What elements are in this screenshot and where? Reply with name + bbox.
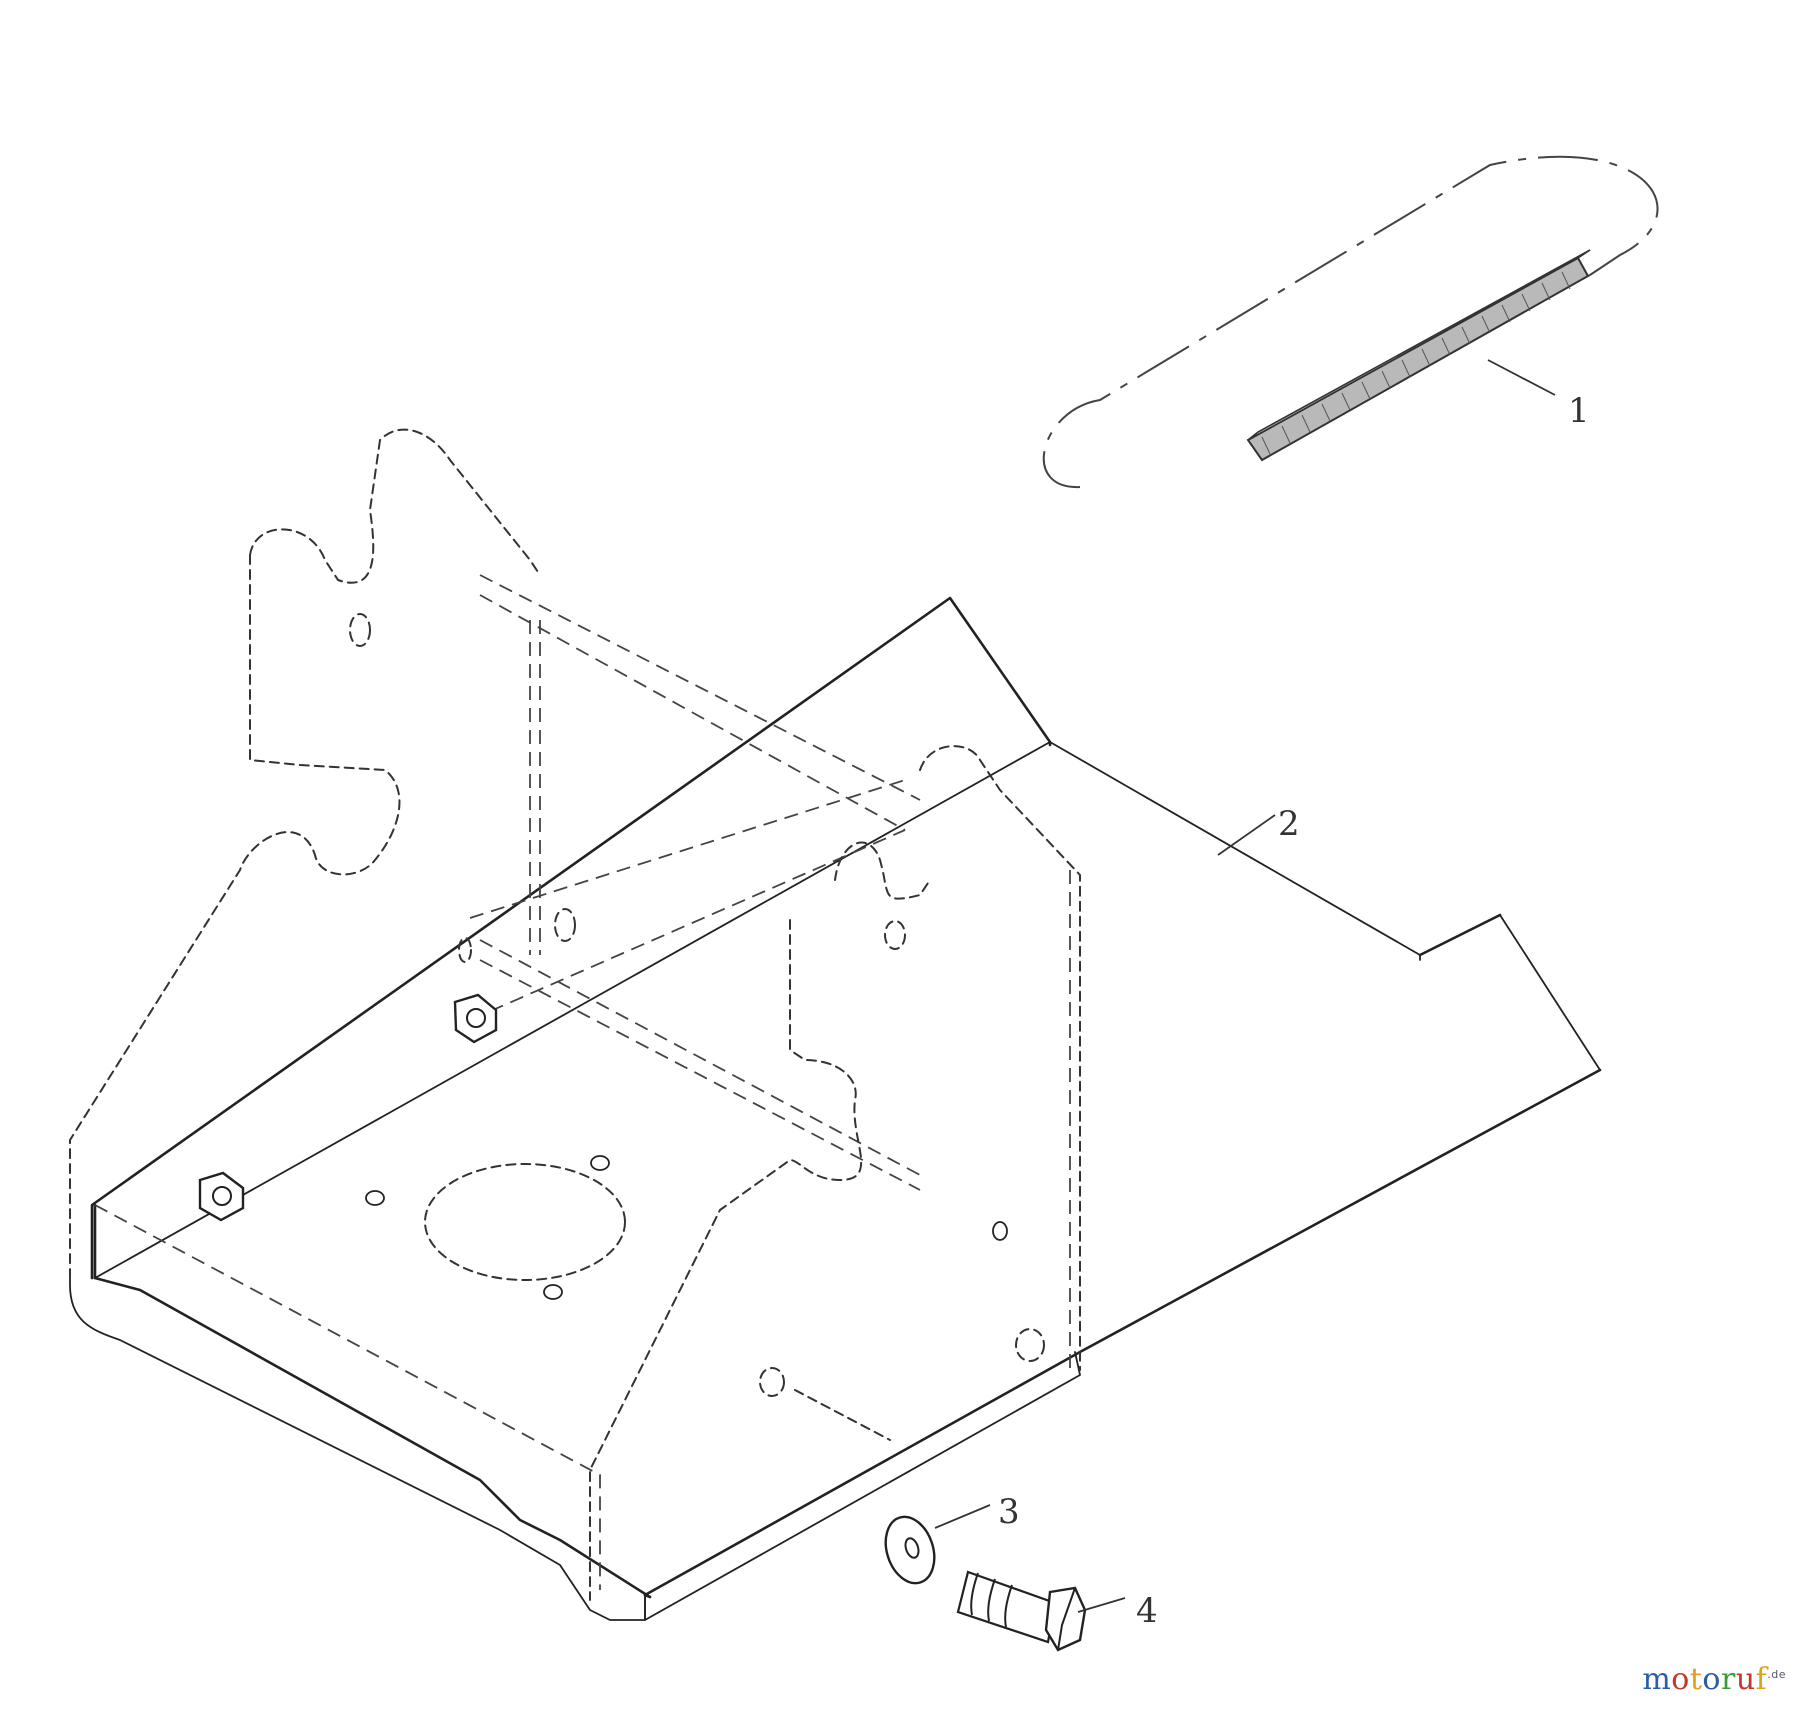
callout-3-leader	[934, 1504, 991, 1529]
left-upright-plate	[69, 428, 541, 1276]
callout-label-3: 3	[998, 1492, 1020, 1532]
assembly-axis-line	[794, 1389, 891, 1441]
part-1-strip-top	[1247, 249, 1591, 441]
base-front-edge	[643, 1068, 1602, 1597]
logo-letter: o	[1671, 1662, 1690, 1697]
right-flange-outline	[1419, 914, 1601, 1136]
logo-letter: r	[1720, 1662, 1736, 1697]
part-3-washer	[794, 1389, 991, 1585]
logo-suffix: .de	[1767, 1668, 1786, 1681]
logo-wordmark: motoruf	[1642, 1662, 1767, 1697]
base-plate-outline	[94, 741, 1421, 1279]
right-upright-plate-top	[919, 745, 1081, 1371]
part-4-bolt	[956, 1570, 1126, 1652]
logo-letter: f	[1755, 1662, 1768, 1697]
logo-letter: t	[1689, 1662, 1703, 1697]
motoruf-watermark-logo: motoruf.de	[1642, 1662, 1786, 1697]
part-2-mounting-bracket	[69, 428, 1602, 1621]
motor-opening	[424, 1163, 626, 1281]
mounting-holes	[349, 613, 1045, 1397]
part-1-strip-hatch	[1261, 271, 1571, 455]
part-1-rubber-strip	[1042, 155, 1659, 489]
callout-1-leader	[1487, 359, 1556, 396]
logo-letter: m	[1642, 1662, 1672, 1697]
logo-letter: u	[1735, 1662, 1756, 1697]
left-flange-outline	[90, 596, 1052, 1280]
callout-4-leader	[1077, 1597, 1126, 1613]
hex-nut-upper	[453, 993, 498, 1044]
bottom-lip-underside	[69, 1274, 646, 1621]
bottom-lip	[93, 1276, 652, 1599]
logo-letter: o	[1702, 1662, 1721, 1697]
callout-label-2: 2	[1278, 804, 1300, 844]
part-1-strip-body	[1246, 256, 1590, 462]
hex-nut-lower	[198, 1171, 245, 1222]
part-1-phantom-outline	[1042, 155, 1659, 489]
callout-2-leader	[1217, 814, 1276, 856]
right-upright-plate	[589, 841, 931, 1601]
callout-label-4: 4	[1136, 1591, 1158, 1631]
callout-label-1: 1	[1568, 391, 1590, 431]
